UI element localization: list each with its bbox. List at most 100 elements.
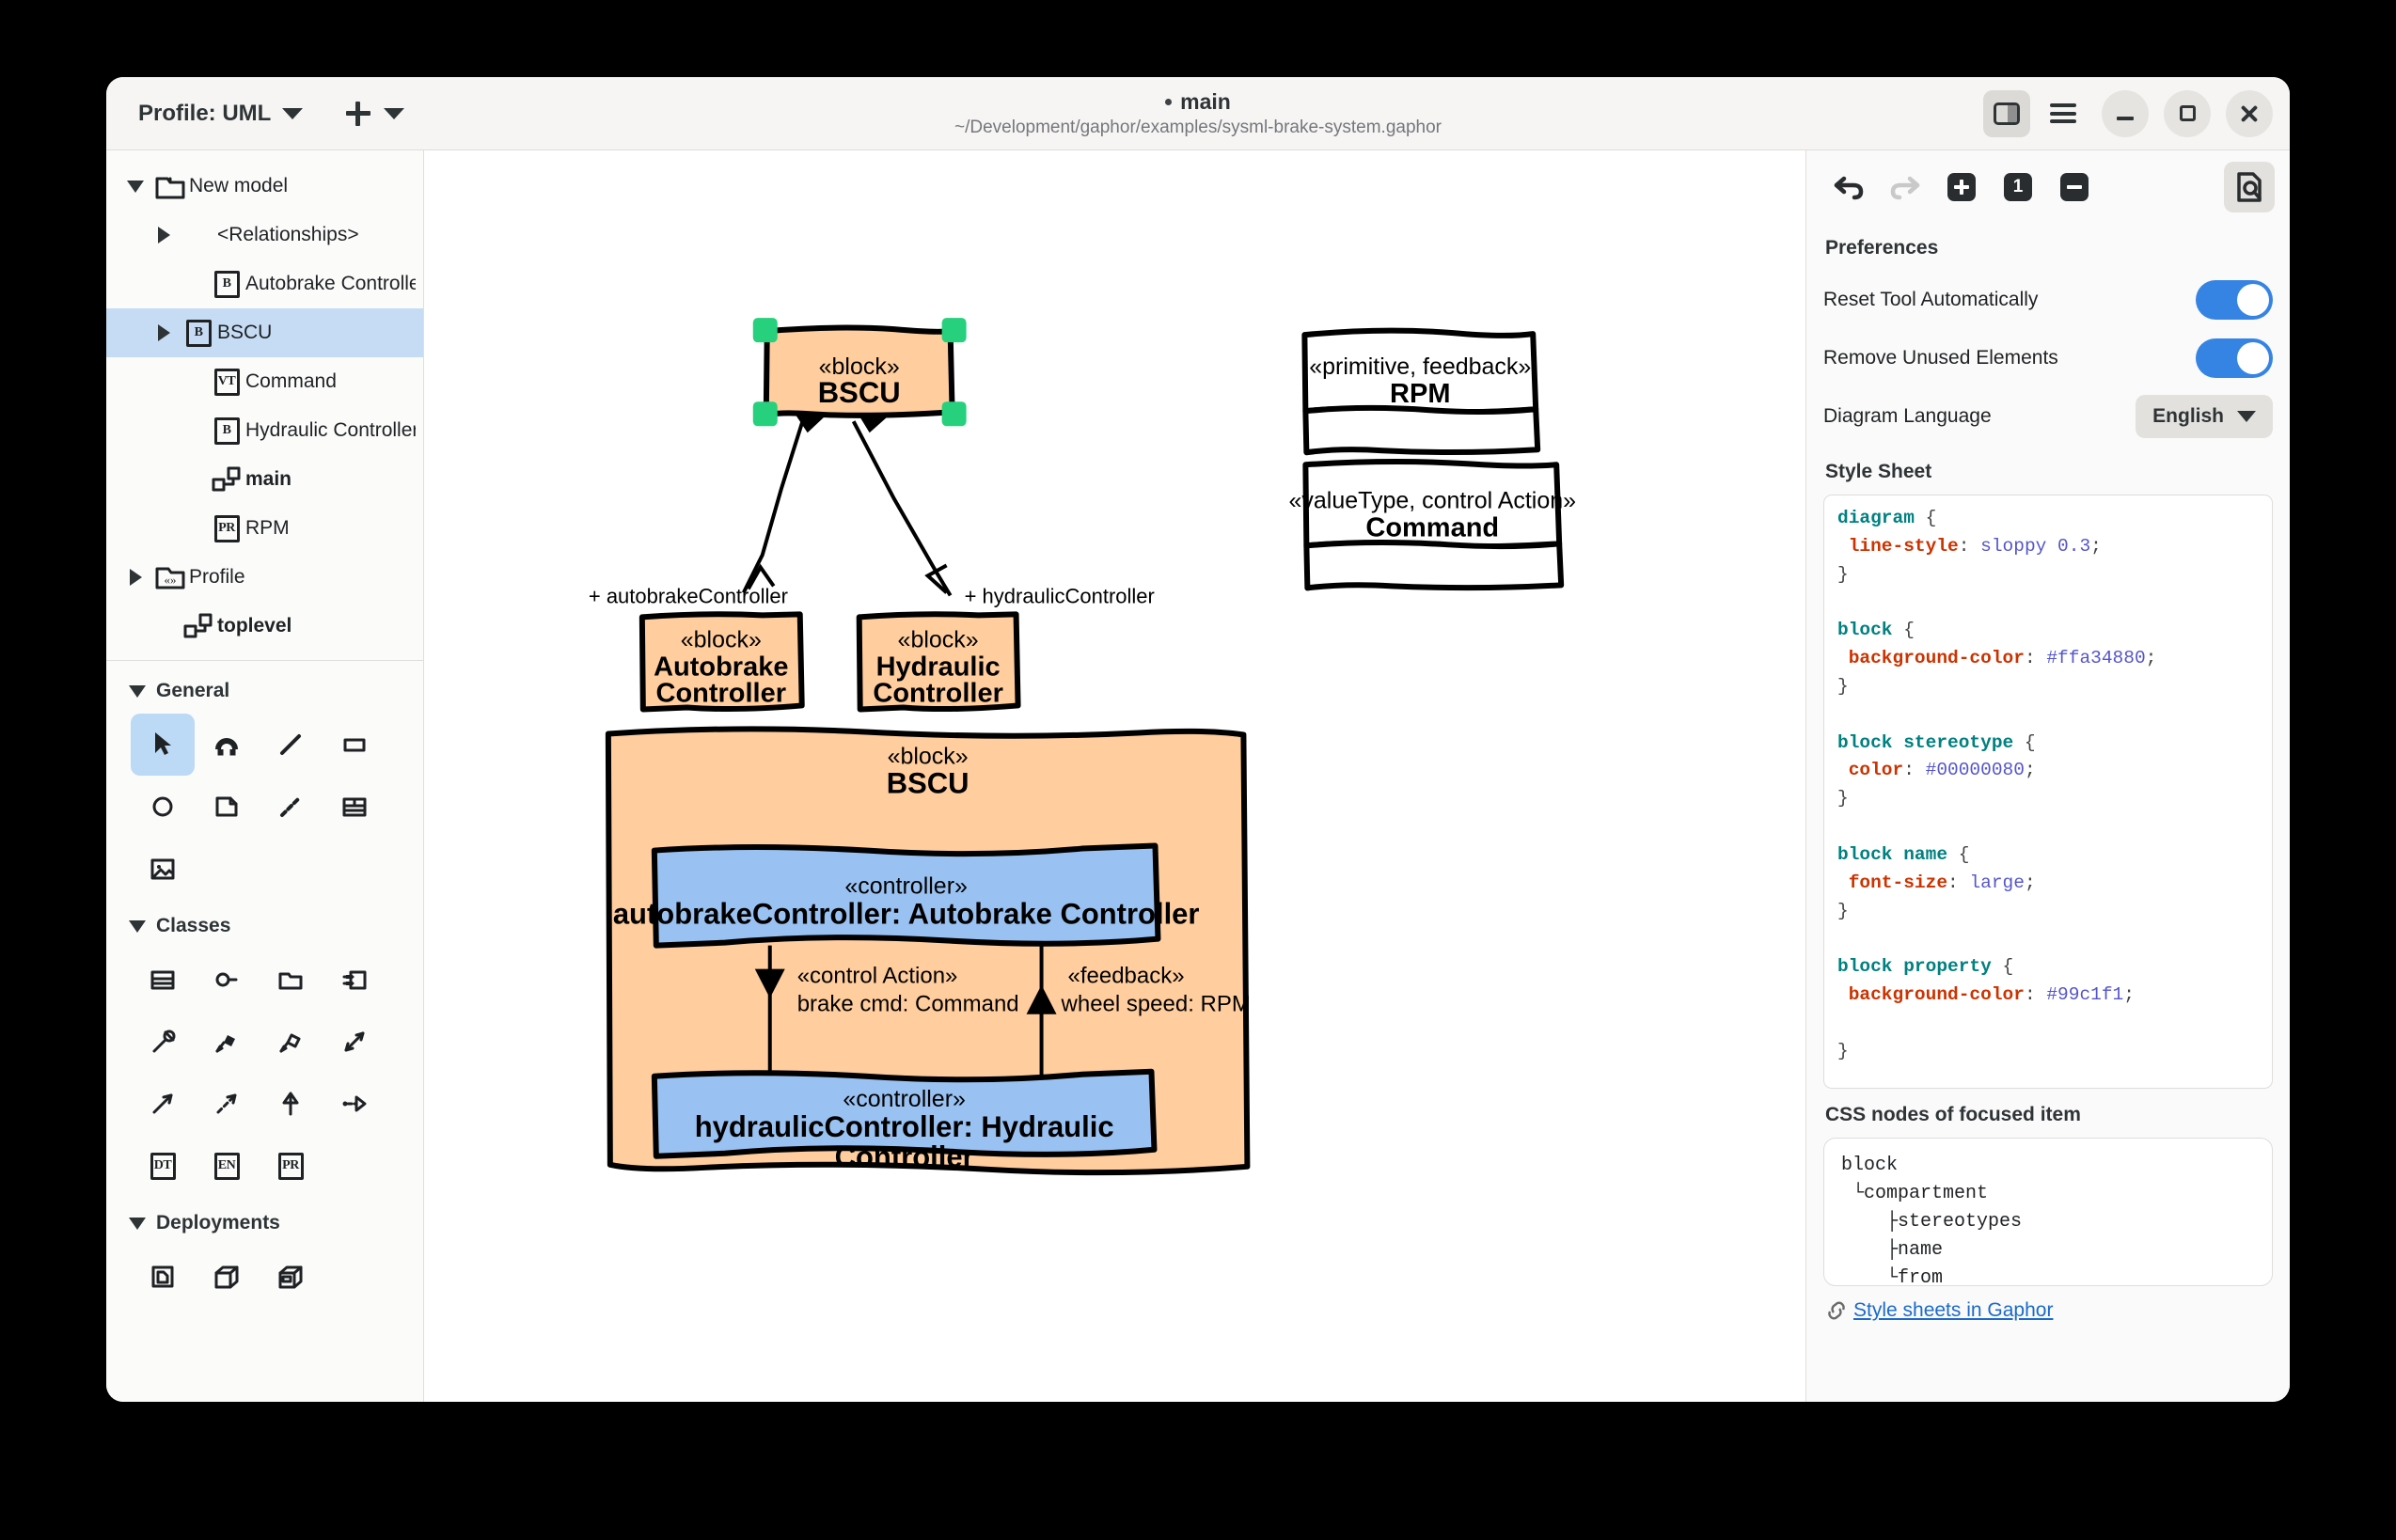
hamburger-menu-icon <box>2050 103 2076 123</box>
tree-item-relationships[interactable]: <Relationships> <box>106 211 423 259</box>
ellipse-icon <box>152 796 173 817</box>
tool-ellipse[interactable] <box>131 776 195 838</box>
tool-table[interactable] <box>323 776 386 838</box>
pointer-icon <box>155 732 171 755</box>
style-sheets-help-link[interactable]: Style sheets in Gaphor <box>1825 1299 2271 1322</box>
aggregation-icon <box>279 1033 301 1053</box>
tool-dependency[interactable] <box>131 1011 195 1073</box>
code-line <box>1837 1010 2259 1038</box>
expander-collapsed-icon[interactable] <box>119 569 151 586</box>
tool-line[interactable] <box>259 714 323 776</box>
redo-button[interactable] <box>1880 162 1931 212</box>
block-hydraulic-controller[interactable]: «block» Hydraulic Controller <box>856 611 1021 713</box>
tree-item-toplevel[interactable]: toplevel <box>106 602 423 651</box>
profile-selector-button[interactable]: Profile: UML <box>127 93 314 134</box>
tool-node[interactable] <box>195 1246 259 1308</box>
tree-item-profile[interactable]: «»Profile <box>106 553 423 602</box>
expander-expanded-icon[interactable] <box>119 180 151 193</box>
block-command[interactable]: «valueType, control Action» Command <box>1289 458 1577 591</box>
tool-association[interactable] <box>323 1011 386 1073</box>
toolbox-group-general[interactable]: General <box>106 670 423 712</box>
tool-dashed-arrow[interactable] <box>195 1073 259 1135</box>
part-autobrake-controller[interactable]: «controller» autobrakeController: Autobr… <box>613 842 1200 949</box>
stylesheet-editor[interactable]: diagram { line-style: sloppy 0.3;} block… <box>1823 495 2273 1089</box>
zoom-in-button[interactable] <box>1936 162 1987 212</box>
expander-collapsed-icon[interactable] <box>148 324 180 341</box>
selection-handles[interactable] <box>752 318 967 427</box>
tool-interface[interactable] <box>195 949 259 1011</box>
part-name-line1: hydraulicController: Hydraulic <box>695 1110 1114 1143</box>
diagram-svg: «block» BSCU + autobrakeController + hyd… <box>589 318 1577 1176</box>
tool-package[interactable] <box>259 949 323 1011</box>
tool-class[interactable] <box>131 949 195 1011</box>
tool-composition[interactable] <box>195 1011 259 1073</box>
tool-DT[interactable]: DT <box>131 1135 195 1197</box>
code-line: block property { <box>1837 956 2014 978</box>
minimize-button[interactable] <box>2102 89 2149 137</box>
tool-aggregation[interactable] <box>259 1011 323 1073</box>
tool-dashed-line[interactable] <box>259 776 323 838</box>
connector-feedback[interactable] <box>1026 945 1057 1076</box>
handle-top-left[interactable] <box>752 318 778 343</box>
code-line: block name { <box>1837 843 1970 865</box>
tool-image[interactable] <box>131 838 195 900</box>
toolbox-group-deployments[interactable]: Deployments <box>106 1202 423 1244</box>
diagram-properties-button[interactable] <box>2224 162 2275 212</box>
remove-unused-toggle[interactable] <box>2196 338 2273 378</box>
code-line: diagram { <box>1837 508 1937 528</box>
stylesheet-title: Style Sheet <box>1825 461 1932 482</box>
zoom-reset-button[interactable]: 1 <box>1993 162 2043 212</box>
tool-pointer[interactable] <box>131 714 195 776</box>
block-autobrake-controller[interactable]: «block» Autobrake Controller <box>638 611 805 713</box>
block-bscu-top[interactable]: «block» BSCU <box>763 324 955 418</box>
tool-generalization[interactable] <box>131 1073 195 1135</box>
handle-bottom-right[interactable] <box>941 401 967 427</box>
tree-item-label: RPM <box>245 517 290 539</box>
zoom-out-button[interactable] <box>2049 162 2100 212</box>
tool-up-arrow[interactable] <box>259 1073 323 1135</box>
tool-EN[interactable]: EN <box>195 1135 259 1197</box>
tool-box[interactable] <box>323 714 386 776</box>
tree-item-icon: B <box>208 416 245 445</box>
window-title: main <box>1180 88 1231 114</box>
minimize-icon <box>2117 116 2134 120</box>
expander-collapsed-icon[interactable] <box>148 227 180 244</box>
handle-bottom-left[interactable] <box>752 401 778 427</box>
close-button[interactable] <box>2226 89 2273 137</box>
diagram-language-dropdown[interactable]: English <box>2136 395 2273 438</box>
code-line: } <box>1837 900 1849 921</box>
undo-button[interactable] <box>1823 162 1874 212</box>
reset-tool-toggle[interactable] <box>2196 280 2273 320</box>
sidebar-toggle-button[interactable] <box>1983 89 2030 137</box>
edge-label-hydraulic-role: + hydraulicController <box>965 584 1155 607</box>
tool-magnet[interactable] <box>195 714 259 776</box>
tool-artifact[interactable] <box>131 1246 195 1308</box>
block-rpm[interactable]: «primitive, feedback» RPM <box>1301 327 1541 456</box>
part-hydraulic-controller[interactable]: «controller» hydraulicController: Hydrau… <box>651 1068 1158 1173</box>
add-element-button[interactable] <box>337 94 414 134</box>
tool-realization[interactable] <box>323 1073 386 1135</box>
code-line: font-size: large; <box>1848 872 2036 893</box>
tree-item-main[interactable]: main <box>106 455 423 504</box>
handle-top-right[interactable] <box>941 318 967 343</box>
tree-item-label: <Relationships> <box>217 224 359 245</box>
tree-item-new-model[interactable]: New model <box>106 162 423 211</box>
tool-device[interactable] <box>259 1246 323 1308</box>
maximize-button[interactable] <box>2164 89 2211 137</box>
device-icon <box>278 1265 303 1289</box>
tool-note[interactable] <box>195 776 259 838</box>
tool-PR[interactable]: PR <box>259 1135 323 1197</box>
diagram-canvas[interactable]: «block» BSCU + autobrakeController + hyd… <box>424 150 1805 1402</box>
connector-control-action[interactable] <box>754 945 785 1076</box>
main-menu-button[interactable] <box>2040 90 2087 137</box>
tool-component[interactable] <box>323 949 386 1011</box>
toolbox-group-classes[interactable]: Classes <box>106 905 423 947</box>
